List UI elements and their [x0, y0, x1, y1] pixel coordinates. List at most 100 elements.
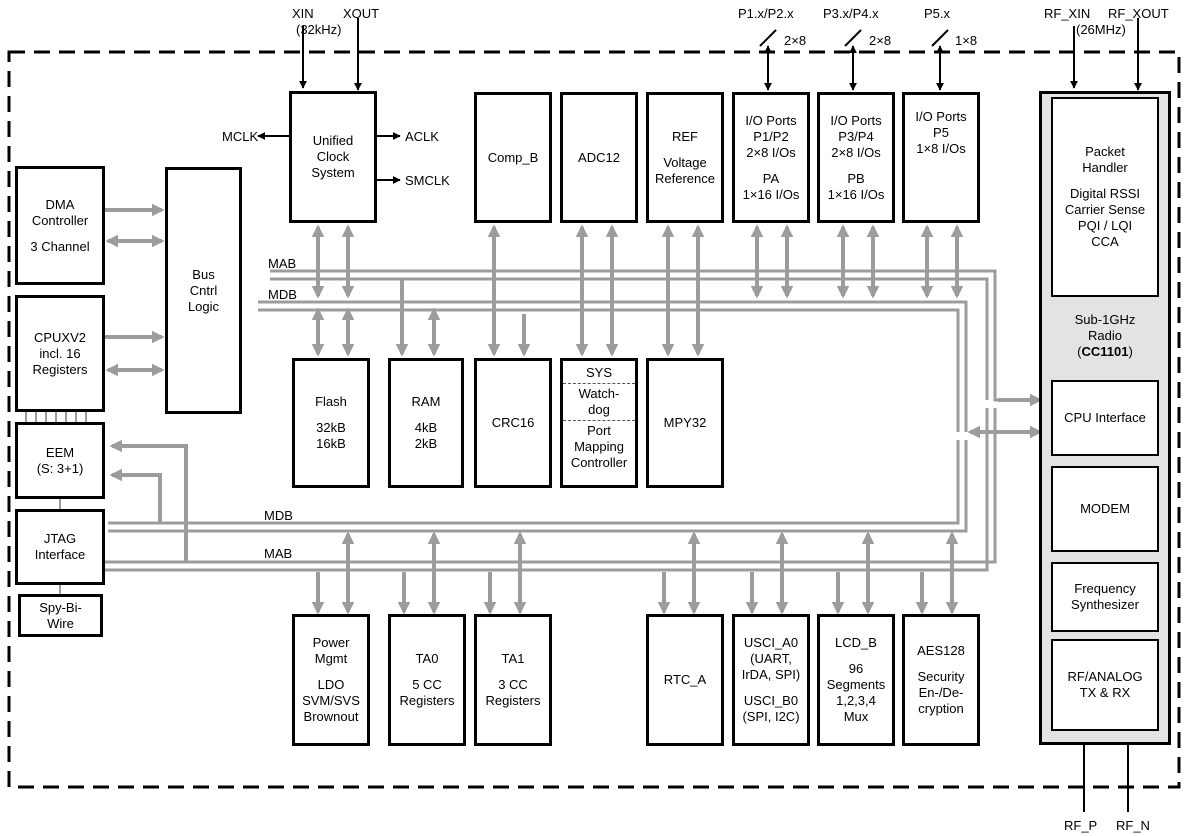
lcd-title: LCD_B	[835, 635, 877, 650]
ref-block: REF Voltage Reference	[646, 92, 724, 223]
bus-ctrl-line-1: Bus	[192, 266, 215, 282]
radio-part-open: (	[1077, 344, 1082, 359]
clock-line-2: Clock	[316, 149, 350, 164]
p34-pin-label: P3.x/P4.x	[823, 6, 879, 21]
lcd-b-block: LCD_B 96 Segments 1,2,3,4 Mux	[817, 614, 895, 746]
modem-label: MODEM	[1080, 501, 1130, 516]
rf-analog-line-2: TX & RX	[1079, 685, 1131, 700]
mclk-label: MCLK	[222, 129, 259, 144]
watchdog-line-2: dog	[588, 402, 610, 417]
packet-handler-line-6: CCA	[1091, 234, 1119, 249]
ram-size-1: 4kB	[414, 420, 438, 435]
io12-line-2: P1/P2	[753, 128, 789, 144]
rf-xin-pin-label: RF_XIN	[1044, 6, 1091, 21]
eem-line-2: (S: 3+1)	[36, 460, 84, 476]
device-boundary	[7, 50, 1181, 789]
synth-line-2: Synthesizer	[1071, 597, 1139, 612]
rf-n-pin-label: RF_N	[1116, 818, 1150, 833]
ram-block: RAM 4kB 2kB	[388, 358, 464, 488]
clock-line-3: System	[311, 165, 355, 180]
aclk-label: ACLK	[405, 129, 439, 144]
ta0-title: TA0	[415, 651, 439, 666]
io12-line-1: I/O Ports	[745, 112, 797, 128]
watchdog-line-1: Watch-	[578, 386, 620, 401]
cpu-block: CPUXV2 incl. 16 Registers	[15, 295, 105, 412]
port-mapping-line-3: Controller	[570, 455, 628, 470]
p5-pin-label: P5.x	[924, 6, 951, 21]
mdb-bottom-bus-inner	[108, 440, 968, 533]
radio-label: Sub-1GHz Radio (CC1101)	[1042, 312, 1168, 360]
radio-label-line-1: Sub-1GHz	[1074, 312, 1136, 327]
mab-top-label: MAB	[268, 256, 297, 271]
sys-divider-2	[563, 420, 635, 421]
mab-bottom-bus	[105, 408, 997, 564]
jtag-line-2: Interface	[34, 547, 86, 562]
mab-bottom-label: MAB	[264, 546, 293, 561]
aes-sub-2: En-/De-	[918, 685, 964, 700]
packet-handler-line-2: Handler	[1082, 160, 1128, 175]
sub-1ghz-radio-frame: Packet Handler Digital RSSI Carrier Sens…	[1039, 91, 1171, 745]
radio-label-line-2: Radio	[1088, 328, 1122, 343]
jtag-interface-block: JTAG Interface	[15, 509, 105, 585]
synth-line-1: Frequency	[1074, 581, 1136, 596]
sys-title: SYS	[585, 365, 612, 380]
mdb-bottom-bus	[108, 440, 960, 525]
eem-block: EEM (S: 3+1)	[15, 422, 105, 499]
cpu-interface-label: CPU Interface	[1064, 410, 1146, 425]
aes-title: AES128	[917, 643, 965, 658]
lcd-sub-4: Mux	[843, 709, 869, 724]
spybiwire-line-2: Wire	[47, 615, 74, 631]
io34-line-3: 2×8 I/Os	[831, 144, 881, 160]
usci-a0-line-1: USCI_A0	[743, 635, 799, 650]
usci-b0-line-1: USCI_B0	[743, 693, 799, 708]
mdb-top-label: MDB	[268, 287, 297, 302]
comp-b-block: Comp_B	[474, 92, 552, 223]
usci-b0-line-2: (SPI, I2C)	[742, 709, 800, 724]
dma-title-line-1: DMA	[45, 196, 75, 212]
rf-analog-line-1: RF/ANALOG	[1067, 669, 1143, 684]
ta0-block: TA0 5 CC Registers	[388, 614, 466, 746]
mab-top-bus-inner	[270, 277, 989, 400]
io5-line-3: 1×8 I/Os	[916, 141, 966, 156]
dma-controller-block: DMA Controller 3 Channel	[15, 166, 105, 285]
aes128-block: AES128 Security En-/De- cryption	[902, 614, 980, 746]
usci-a0-line-3: IrDA, SPI)	[741, 667, 801, 682]
packet-handler-line-1: Packet	[1085, 144, 1125, 159]
usci-block: USCI_A0 (UART, IrDA, SPI) USCI_B0 (SPI, …	[732, 614, 810, 746]
packet-handler-block: Packet Handler Digital RSSI Carrier Sens…	[1051, 97, 1159, 297]
eem-line-1: EEM	[45, 444, 75, 460]
io-ports-p1-p2-block: I/O Ports P1/P2 2×8 I/Os PA 1×16 I/Os	[732, 92, 810, 223]
rf-p-pin-label: RF_P	[1064, 818, 1098, 833]
adc12-label: ADC12	[578, 149, 620, 165]
comp-b-label: Comp_B	[487, 149, 539, 165]
io12-line-5: 1×16 I/Os	[742, 186, 800, 202]
power-sub-3: Brownout	[303, 709, 359, 724]
rf-analog-block: RF/ANALOG TX & RX	[1051, 639, 1159, 731]
port-mapping-line-1: Port	[587, 423, 611, 438]
power-title-1: Power	[312, 635, 350, 650]
ta1-block: TA1 3 CC Registers	[474, 614, 552, 746]
p12-pin-label: P1.x/P2.x	[738, 6, 794, 21]
io12-line-4: PA	[762, 170, 780, 186]
ta1-title: TA1	[501, 651, 525, 666]
dma-channels: 3 Channel	[30, 238, 90, 254]
dma-title-line-2: Controller	[31, 212, 89, 228]
ram-title: RAM	[411, 394, 441, 409]
ref-sub-1: Voltage	[663, 154, 707, 170]
cpu-line-2: incl. 16	[39, 345, 81, 361]
ta1-sub-1: 3 CC	[498, 677, 528, 692]
io-ports-p5-block: I/O Ports P5 1×8 I/Os	[902, 92, 980, 223]
bus-ctrl-line-2: Cntrl	[189, 282, 218, 298]
io34-line-2: P3/P4	[838, 128, 874, 144]
io34-line-4: PB	[847, 170, 865, 186]
rtc-a-block: RTC_A	[646, 614, 724, 746]
power-title-2: Mgmt	[314, 651, 348, 666]
sys-block: SYS Watch- dog Port Mapping Controller	[560, 358, 638, 488]
mpy32-label: MPY32	[663, 415, 707, 430]
io5-line-2: P5	[933, 125, 949, 140]
frequency-synthesizer-block: Frequency Synthesizer	[1051, 562, 1159, 632]
xin-pin-label: XIN	[292, 6, 314, 21]
power-sub-1: LDO	[317, 677, 345, 692]
io5-line-1: I/O Ports	[915, 109, 967, 124]
